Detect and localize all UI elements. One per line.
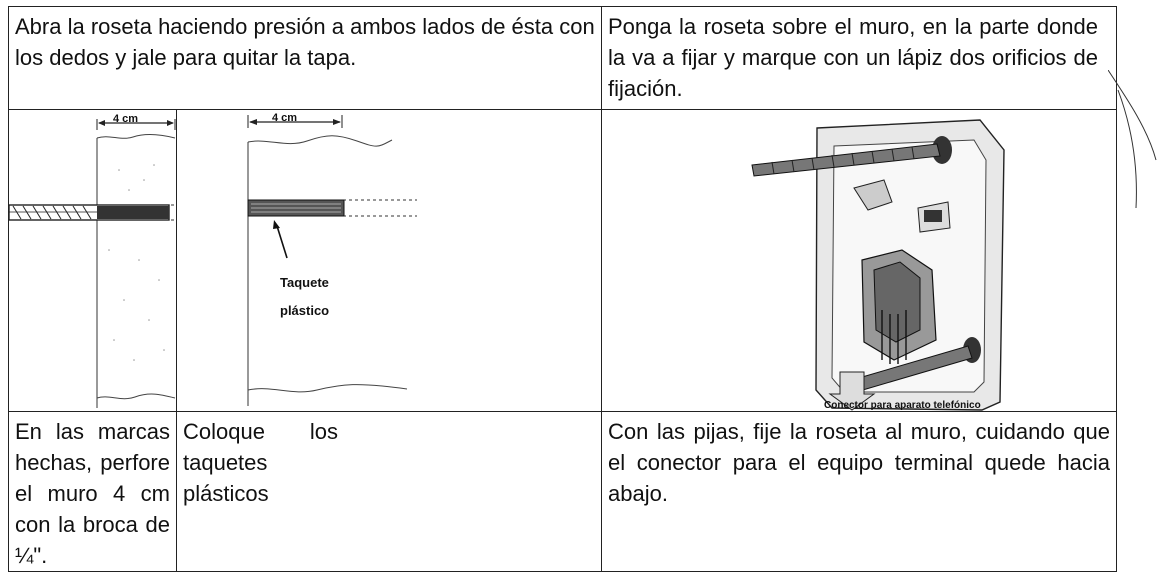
cell-plugs-text: Coloque los taquetes plásticos [176,411,602,572]
cell-open-rosette: Abra la roseta haciendo presión a ambos … [8,6,602,110]
plug-figure: 4 cm [177,110,601,411]
wall-texture [108,164,165,361]
row-figures: 4 cm [8,109,1117,412]
pencil-sketch [1108,70,1157,209]
step-open-rosette-text: Abra la roseta haciendo presión a ambos … [15,14,595,70]
cell-plug-figure: 4 cm [176,109,602,412]
plug-dimension-label: 4 cm [272,112,297,124]
instruction-page: Abra la roseta haciendo presión a ambos … [8,6,1157,572]
cell-fix-text: Con las pijas, fije la roseta al muro, c… [601,411,1117,572]
drill-bit-icon [9,204,170,221]
cell-rosette-figure: Conector para aparato telefónico [601,109,1117,412]
cell-drill-figure: 4 cm [8,109,177,412]
row-instructions-bottom: En las marcas hechas, perfore el muro 4 … [8,411,1117,572]
step-drill-text: En las marcas hechas, perfore el muro 4 … [15,419,170,568]
rosette-illustration [751,119,1005,411]
rosette-caption: Conector para aparato telefónico [824,400,981,411]
step-fix-text: Con las pijas, fije la roseta al muro, c… [608,419,1110,506]
cell-drill-text: En las marcas hechas, perfore el muro 4 … [8,411,177,572]
step-plugs-text: Coloque los taquetes plásticos [183,419,338,506]
plastic-plug-icon [247,199,345,217]
drill-dimension-label: 4 cm [113,113,138,125]
instruction-table: Abra la roseta haciendo presión a ambos … [8,6,1117,572]
rosette-figure: Conector para aparato telefónico [602,110,1116,411]
step-mark-holes-text: Ponga la roseta sobre el muro, en la par… [608,14,1098,101]
drill-figure: 4 cm [9,110,176,411]
cell-mark-holes: Ponga la roseta sobre el muro, en la par… [601,6,1117,110]
row-instructions-top: Abra la roseta haciendo presión a ambos … [8,6,1117,110]
plug-label-line2: plástico [280,303,329,318]
plug-label-line1: Taquete [280,275,329,290]
